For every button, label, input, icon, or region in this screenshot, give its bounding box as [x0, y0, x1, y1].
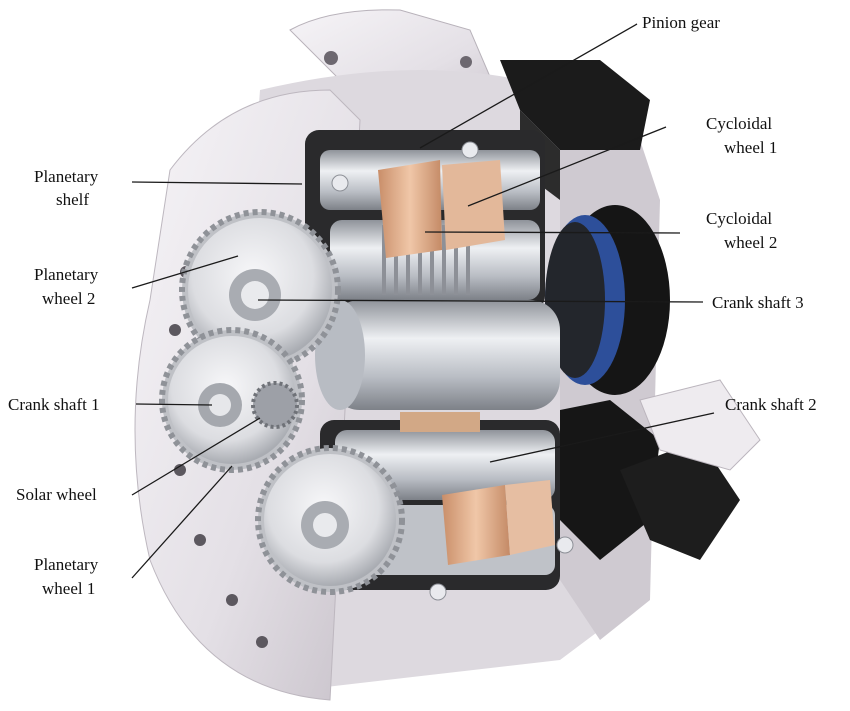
upper-crank-assembly — [305, 130, 545, 310]
label-planetary-wheel-2-line2: wheel 2 — [42, 289, 95, 308]
label-crank-shaft-1: Crank shaft 1 — [8, 395, 100, 414]
label-crank-shaft-2: Crank shaft 2 — [725, 395, 817, 414]
leader-crank-shaft-3 — [257, 299, 704, 303]
label-cycloidal-wheel-1-line2: wheel 1 — [724, 138, 777, 157]
label-cycloidal-wheel-1-line1: Cycloidal — [706, 114, 772, 133]
leader-crank-shaft-1 — [135, 403, 213, 406]
label-crank-shaft-3: Crank shaft 3 — [712, 293, 804, 312]
lower-crank-assembly — [320, 412, 574, 601]
label-planetary-wheel-2-line1: Planetary — [34, 265, 99, 284]
cycloidal-wheel-lower-1 — [442, 485, 510, 565]
leader-planetary-wheel-1 — [131, 465, 233, 579]
label-planetary-wheel-1-line1: Planetary — [34, 555, 99, 574]
bearing-ball — [461, 141, 479, 159]
leader-cycloidal-wheel-1 — [467, 126, 667, 207]
leader-crank-shaft-2 — [489, 412, 715, 463]
label-solar-wheel: Solar wheel — [16, 485, 97, 504]
label-planetary-shelf-line1: Planetary — [34, 167, 99, 186]
flange-hole — [174, 464, 186, 476]
planetary-wheel-1 — [255, 445, 405, 595]
flange-hole — [256, 636, 268, 648]
flange-hole — [460, 56, 472, 68]
flange-hole — [324, 51, 338, 65]
leader-lines — [131, 23, 715, 579]
label-pinion-gear: Pinion gear — [642, 13, 720, 32]
cycloidal-wheel-lower-2 — [505, 480, 555, 555]
lower-seal — [560, 400, 660, 560]
label-planetary-shelf-line2: shelf — [56, 190, 89, 209]
flange-hole — [226, 594, 238, 606]
cycloidal-wheel-2 — [442, 160, 505, 250]
crank-shaft-1-gear — [159, 327, 305, 473]
solar-wheel — [251, 381, 299, 429]
leader-planetary-wheel-2 — [131, 255, 239, 289]
leader-solar-wheel — [131, 417, 261, 496]
cycloidal-wheel-1 — [378, 160, 442, 258]
flange-hole — [194, 534, 206, 546]
bearing-ball — [556, 536, 574, 554]
bearing-ball — [331, 174, 349, 192]
leader-cycloidal-wheel-2 — [424, 231, 681, 234]
label-planetary-wheel-1-line2: wheel 1 — [42, 579, 95, 598]
bearing-ball — [429, 583, 447, 601]
flange-hole — [169, 324, 181, 336]
label-cycloidal-wheel-2-line2: wheel 2 — [724, 233, 777, 252]
leader-planetary-shelf — [131, 181, 303, 185]
label-cycloidal-wheel-2-line1: Cycloidal — [706, 209, 772, 228]
central-shaft — [330, 300, 560, 410]
leader-pinion-gear — [419, 23, 638, 149]
